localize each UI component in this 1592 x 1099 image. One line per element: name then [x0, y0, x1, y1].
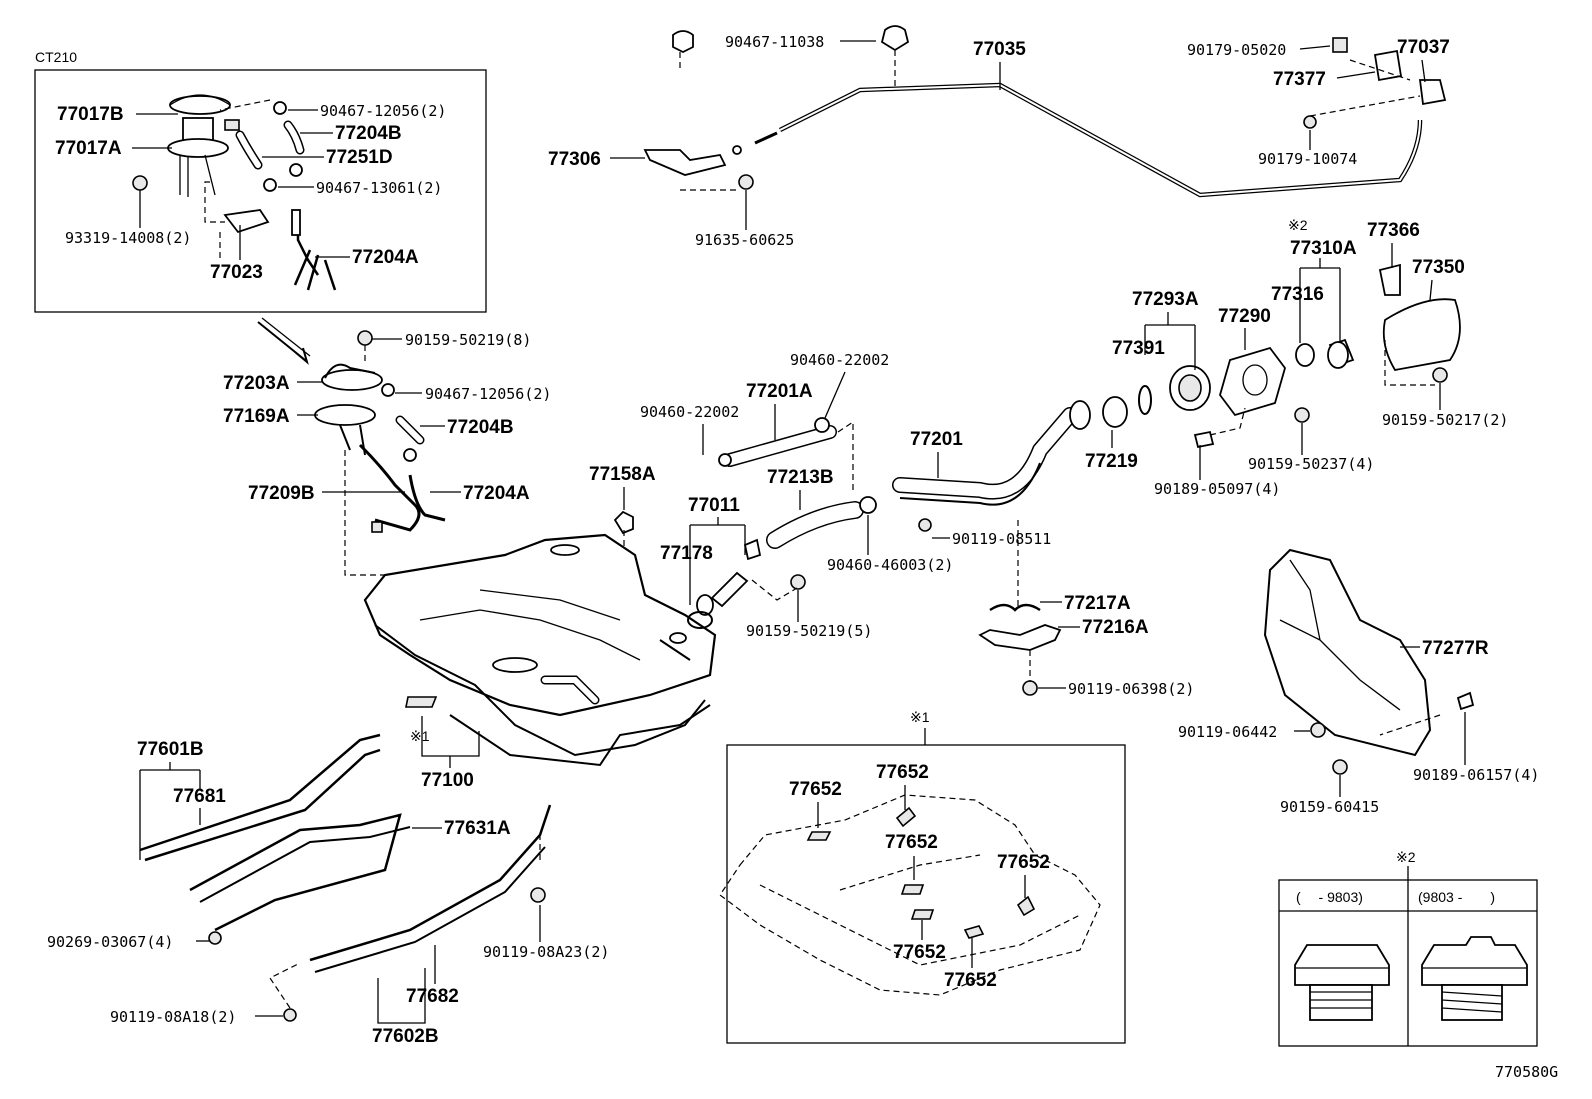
label-77035: 77035 [973, 39, 1026, 60]
label-77204A-inset: 77204A [352, 247, 419, 268]
label-77023: 77023 [210, 262, 263, 283]
label-77631A: 77631A [444, 818, 511, 839]
label-90467-11038: 90467-11038 [725, 33, 824, 51]
figure-code: 770580G [1495, 1063, 1558, 1081]
inset-mark1: ※1 77652 77652 77652 77652 77652 77652 [719, 709, 1126, 1044]
label-77306: 77306 [548, 149, 601, 170]
inset-label-77652-4: 77652 [997, 852, 1050, 873]
label-77204B: 77204B [447, 417, 514, 438]
label-77602B: 77602B [372, 1026, 439, 1047]
label-90467-12056: 90467-12056(2) [320, 102, 446, 120]
label-90269-03067: 90269-03067(4) [47, 933, 173, 951]
label-77219: 77219 [1085, 451, 1138, 472]
inset-mark1-title: ※1 [910, 709, 930, 725]
pump-assy-drawing [132, 94, 337, 291]
inset-label-77652-2: 77652 [876, 762, 929, 783]
inset-mark2-col-right: (9803 - ) [1418, 889, 1495, 905]
label-77293A: 77293A [1132, 289, 1199, 310]
label-77201A: 77201A [746, 381, 813, 402]
label-77100: 77100 [421, 770, 474, 791]
inlet-valve-drawing [687, 538, 806, 629]
main-labels: 90467-11038 77035 90179-05020 77037 7737… [47, 33, 1539, 1047]
inset-label-77652-5: 77652 [893, 942, 946, 963]
label-77017A: 77017A [55, 138, 122, 159]
label-90467-13061: 90467-13061(2) [316, 179, 442, 197]
label-77178: 77178 [660, 543, 713, 564]
label-90119-08511: 90119-08511 [952, 530, 1051, 548]
mark-77310A: ※2 [1288, 217, 1308, 233]
cap-new-drawing [1421, 936, 1528, 1021]
label-90179-10074: 90179-10074 [1258, 150, 1357, 168]
label-77217A: 77217A [1064, 593, 1131, 614]
inset-label-77652-3: 77652 [885, 832, 938, 853]
inset-label-77652-1: 77652 [789, 779, 842, 800]
label-90159-50217: 90159-50217(2) [1382, 411, 1508, 429]
filler-neck-drawing [613, 263, 1461, 580]
label-90189-06157: 90189-06157(4) [1413, 766, 1539, 784]
label-77277R: 77277R [1422, 638, 1489, 659]
label-90460-46003: 90460-46003(2) [827, 556, 953, 574]
label-90159-50237: 90159-50237(4) [1248, 455, 1374, 473]
label-77350: 77350 [1412, 257, 1465, 278]
label-77681: 77681 [173, 786, 226, 807]
label-77682: 77682 [406, 986, 459, 1007]
label-77391: 77391 [1112, 338, 1165, 359]
label-77011: 77011 [688, 495, 740, 516]
inset-mark2: ※2 ( - 9803) (9803 - ) [1278, 849, 1538, 1047]
label-90119-08A23: 90119-08A23(2) [483, 943, 609, 961]
label-77216A: 77216A [1082, 617, 1149, 638]
label-90159-50219-5: 90159-50219(5) [746, 622, 872, 640]
inset-ct210-title: CT210 [35, 49, 77, 65]
inset-mark2-title: ※2 [1396, 849, 1416, 865]
label-90159-50219-8: 90159-50219(8) [405, 331, 531, 349]
label-91635-60625: 91635-60625 [695, 231, 794, 249]
label-90119-06398: 90119-06398(2) [1068, 680, 1194, 698]
label-90189-05097: 90189-05097(4) [1154, 480, 1280, 498]
label-77204A: 77204A [463, 483, 530, 504]
label-77201: 77201 [910, 429, 963, 450]
mark-77100: ※1 [410, 728, 430, 744]
label-90179-05020: 90179-05020 [1187, 41, 1286, 59]
label-90460-22002-left: 90460-22002 [640, 403, 739, 421]
cap-old-drawing [1294, 944, 1390, 1021]
label-90119-06442: 90119-06442 [1178, 723, 1277, 741]
label-77037: 77037 [1397, 37, 1450, 58]
label-77203A: 77203A [223, 373, 290, 394]
fuel-tank-drawing [363, 533, 717, 767]
inset-label-77652-6: 77652 [944, 970, 997, 991]
label-77601B: 77601B [137, 739, 204, 760]
label-77169A: 77169A [223, 406, 290, 427]
label-77204B-inset: 77204B [335, 123, 402, 144]
label-77310A: 77310A [1290, 238, 1357, 259]
label-77251D: 77251D [326, 147, 393, 168]
label-93319-14008: 93319-14008(2) [65, 229, 191, 247]
label-77017B: 77017B [57, 104, 124, 125]
label-77290: 77290 [1218, 306, 1271, 327]
label-77158A: 77158A [589, 464, 656, 485]
label-90159-60415: 90159-60415 [1280, 798, 1379, 816]
inset-ct210: CT210 77017B 77017A 90467- [34, 49, 487, 313]
inset-mark1-frame [726, 744, 1126, 1044]
straps-drawing [139, 733, 552, 1022]
label-77377: 77377 [1273, 69, 1326, 90]
label-90467-12056-2: 90467-12056(2) [425, 385, 551, 403]
label-77316: 77316 [1271, 284, 1324, 305]
label-90119-08A18: 90119-08A18(2) [110, 1008, 236, 1026]
arrow-to-pump [257, 317, 311, 365]
lid-cable-drawing [643, 25, 1447, 198]
label-77213B: 77213B [767, 467, 834, 488]
label-77366: 77366 [1367, 220, 1420, 241]
inset-ct210-frame [34, 69, 487, 313]
inset-mark2-col-left: ( - 9803) [1296, 889, 1363, 905]
label-90460-22002-top: 90460-22002 [790, 351, 889, 369]
inset-ct210-labels: 77017B 77017A 90467-12056(2) 77204B 7725… [55, 102, 446, 283]
label-77209B: 77209B [248, 483, 315, 504]
protector-drawing [1263, 548, 1475, 775]
clamps-drawing [978, 520, 1062, 696]
